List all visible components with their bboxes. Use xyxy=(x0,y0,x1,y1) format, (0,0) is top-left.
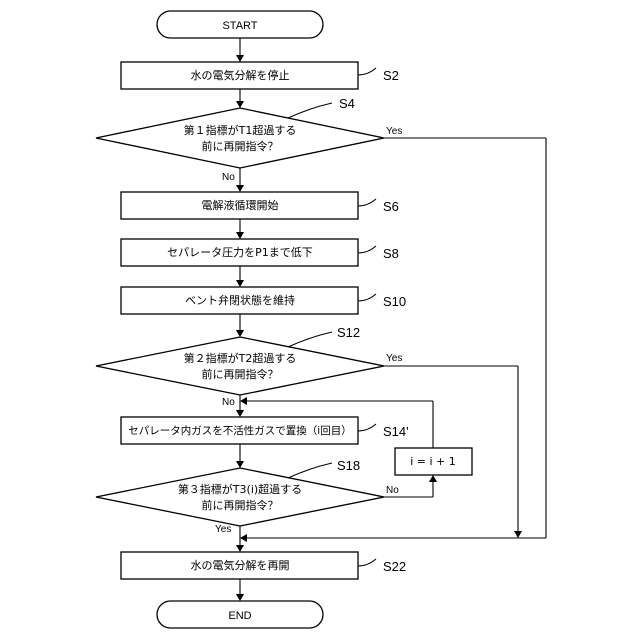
step-label-s14: S14' xyxy=(383,424,409,439)
decision-s4-line2: 前に再開指令？ xyxy=(202,139,279,153)
arrow-head xyxy=(236,410,244,417)
increment-text: i = i + 1 xyxy=(410,455,456,468)
step-s2-text: 水の電気分解を停止 xyxy=(191,68,290,82)
leader-s8 xyxy=(358,246,376,253)
step-label-s2: S2 xyxy=(383,68,399,83)
branch-s4-yes: Yes xyxy=(386,126,402,137)
step-s22-text: 水の電気分解を再開 xyxy=(191,558,290,572)
arrow-head xyxy=(514,531,522,538)
step-s14-text: セパレータ内ガスを不活性ガスで置換（i回目） xyxy=(128,424,351,437)
arrow-head xyxy=(236,280,244,287)
arrow-head xyxy=(236,185,244,192)
arrow-head xyxy=(236,232,244,239)
leader-s2 xyxy=(358,68,376,75)
leader-s22 xyxy=(358,559,376,566)
arrow-head xyxy=(240,534,247,542)
step-s8-text: セパレータ圧力をP1まで低下 xyxy=(167,246,313,259)
leader-s12 xyxy=(288,332,332,347)
branch-s4-no: No xyxy=(222,172,235,183)
arrow-head xyxy=(236,330,244,337)
step-s6-text: 電解液循環開始 xyxy=(202,198,279,212)
end-label: END xyxy=(228,610,251,622)
leader-s14 xyxy=(358,424,376,431)
arrow-head xyxy=(429,475,437,482)
step-label-s18: S18 xyxy=(337,458,360,473)
step-label-s8: S8 xyxy=(383,246,399,261)
step-label-s22: S22 xyxy=(383,559,406,574)
decision-s12-line2: 前に再開指令？ xyxy=(202,367,279,381)
leader-s18 xyxy=(288,463,332,478)
arrow-head xyxy=(236,461,244,468)
decision-s12 xyxy=(96,337,384,395)
decision-s12-line1: 第２指標がT2超過する xyxy=(184,351,297,365)
arrow-head xyxy=(236,594,244,601)
branch-s12-yes: Yes xyxy=(386,353,402,364)
branch-s12-no: No xyxy=(222,397,235,408)
leader-s6 xyxy=(358,199,376,206)
arrow-head xyxy=(236,545,244,552)
start-label: START xyxy=(222,20,257,32)
decision-s18 xyxy=(96,468,384,526)
leader-s4 xyxy=(288,103,332,118)
step-label-s12: S12 xyxy=(337,325,360,340)
decision-s4 xyxy=(96,108,384,168)
branch-s18-no: No xyxy=(386,485,399,496)
arrow-head xyxy=(236,55,244,62)
decision-s18-line1: 第３指標がT3(i)超過する xyxy=(178,482,302,496)
arrow-head xyxy=(240,397,247,405)
step-label-s6: S6 xyxy=(383,199,399,214)
decision-s4-line1: 第１指標がT1超過する xyxy=(184,123,297,137)
step-label-s4: S4 xyxy=(339,96,355,111)
step-label-s10: S10 xyxy=(383,294,406,309)
leader-s10 xyxy=(358,294,376,301)
arrow-head xyxy=(236,101,244,108)
branch-s18-yes: Yes xyxy=(215,524,231,535)
step-s10-text: ベント弁閉状態を維持 xyxy=(185,293,295,307)
decision-s18-line2: 前に再開指令？ xyxy=(202,498,279,512)
